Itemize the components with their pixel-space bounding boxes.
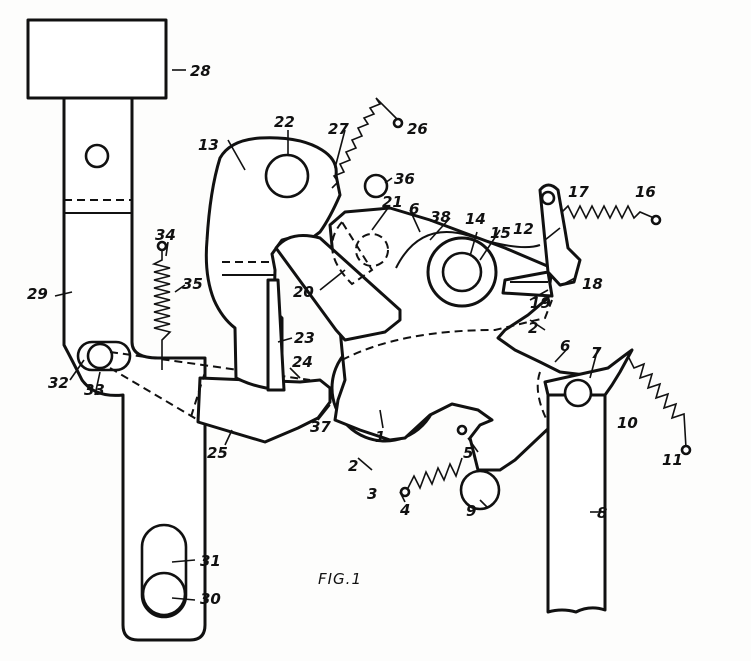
label-34: 34 xyxy=(155,226,176,244)
label-35: 35 xyxy=(182,275,203,293)
label-38: 38 xyxy=(430,208,451,226)
pin-30 xyxy=(141,571,187,617)
label-28: 28 xyxy=(190,62,211,80)
pivot-hole-upper xyxy=(84,143,110,169)
anchor-5 xyxy=(456,424,468,436)
block-28 xyxy=(26,18,168,100)
spring-38 xyxy=(395,231,541,269)
label-12: 12 xyxy=(513,220,534,238)
label-33: 33 xyxy=(84,381,105,399)
pivot-15 xyxy=(441,251,483,293)
label-27: 27 xyxy=(328,120,349,138)
anchor-26 xyxy=(392,117,404,129)
label-20: 20 xyxy=(293,283,314,301)
label-15: 15 xyxy=(490,224,511,242)
pivot-22 xyxy=(264,153,310,199)
label-11: 11 xyxy=(662,451,683,469)
anchor-16 xyxy=(650,214,662,226)
label-10: 10 xyxy=(617,414,638,432)
pivot-plate-7 xyxy=(543,348,634,397)
label-1: 1 xyxy=(375,428,385,446)
label-18: 18 xyxy=(582,275,603,293)
spring-4 xyxy=(407,457,463,490)
label-13: 13 xyxy=(198,136,219,154)
label-8: 8 xyxy=(597,504,607,522)
label-29: 29 xyxy=(27,285,48,303)
label-2-right: 2 xyxy=(528,319,538,337)
figure-caption: FIG.1 xyxy=(318,570,362,588)
label-23: 23 xyxy=(294,329,315,347)
anchor-34 xyxy=(156,240,168,252)
label-2-lower: 2 xyxy=(348,457,358,475)
pin-33 xyxy=(86,342,114,370)
label-24: 24 xyxy=(292,353,313,371)
spring-35 xyxy=(151,245,172,370)
label-32: 32 xyxy=(48,374,69,392)
spring-17 xyxy=(561,204,655,220)
pivot-7 xyxy=(563,378,593,408)
hook-21 xyxy=(274,234,402,342)
catch-23 xyxy=(266,278,286,392)
spring-anchor-12 xyxy=(540,190,556,206)
bar-8 xyxy=(546,393,607,614)
label-7: 7 xyxy=(591,344,602,362)
label-17: 17 xyxy=(568,183,589,201)
label-30: 30 xyxy=(200,590,221,608)
hidden-edge-2 xyxy=(341,299,553,361)
label-9: 9 xyxy=(466,502,476,520)
label-3: 3 xyxy=(367,485,377,503)
trip-arm-12 xyxy=(501,183,582,298)
link-25-hidden-bottom xyxy=(109,367,199,421)
label-36: 36 xyxy=(394,170,415,188)
label-22: 22 xyxy=(274,113,295,131)
label-31: 31 xyxy=(200,552,221,570)
leader-lines xyxy=(54,69,600,601)
label-16: 16 xyxy=(635,183,656,201)
label-21: 21 xyxy=(382,193,403,211)
spring-10 xyxy=(627,355,687,449)
label-19: 19 xyxy=(530,294,551,312)
link-25-hidden-end xyxy=(189,371,206,421)
link-25-hidden-top xyxy=(109,351,311,381)
hidden-outline-20 xyxy=(331,220,374,286)
label-25: 25 xyxy=(207,444,228,462)
label-14: 14 xyxy=(465,210,486,228)
pin-36 xyxy=(363,173,389,199)
label-4: 4 xyxy=(399,501,410,519)
anchor-3 xyxy=(399,486,411,498)
spring-27 xyxy=(331,97,399,189)
label-26: 26 xyxy=(407,120,428,138)
pin-20-hidden xyxy=(355,233,389,267)
label-6-upper: 6 xyxy=(409,200,419,218)
anchor-11 xyxy=(680,444,692,456)
pin-9 xyxy=(459,469,501,511)
label-37: 37 xyxy=(310,418,331,436)
label-6-lower: 6 xyxy=(560,337,570,355)
label-5: 5 xyxy=(463,444,473,462)
